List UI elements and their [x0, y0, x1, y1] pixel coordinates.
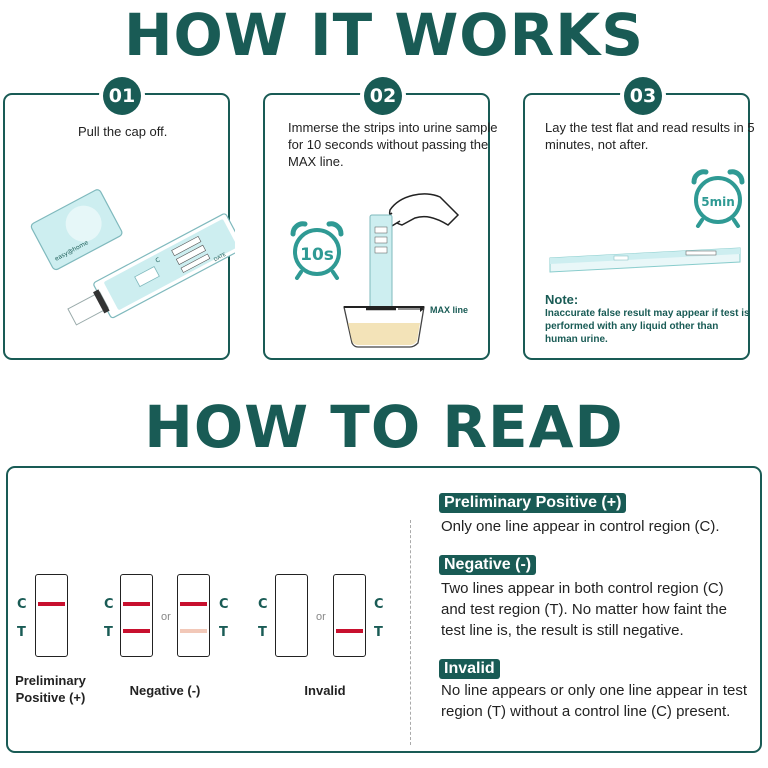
invalid2-c-label: C [374, 597, 384, 612]
negative-heading: Negative (-) [439, 555, 537, 575]
control-line [180, 602, 207, 606]
invalid-description: No line appears or only one line appear … [441, 682, 748, 720]
section-divider [410, 520, 411, 745]
negative2-t-label: T [219, 625, 228, 640]
positive-strip-label: Preliminary Positive (+) [15, 673, 86, 705]
note-title: Note: [545, 292, 579, 307]
alarm-clock-5min-icon: 5min [691, 169, 745, 228]
positive-c-label: C [17, 597, 27, 612]
how-it-works-title: HOW IT WORKS [123, 1, 644, 69]
negative-or-text: or [161, 611, 171, 623]
invalid-c-label: C [258, 597, 268, 612]
negative-t-label: T [104, 625, 113, 640]
invalid2-t-label: T [374, 625, 383, 640]
positive-heading: Preliminary Positive (+) [439, 493, 627, 513]
timer-10s-text: 10s [300, 245, 334, 265]
negative-c-label: C [104, 597, 114, 612]
step-1-text: Pull the cap off. [78, 124, 168, 139]
step-1-badge: 01 [103, 77, 141, 115]
max-line-label: MAX line [430, 305, 468, 315]
how-to-read-title: HOW TO READ [144, 393, 624, 461]
invalid-strip-2 [333, 574, 366, 657]
test-line [123, 629, 150, 633]
invalid-strip-1 [275, 574, 308, 657]
step-3-panel [523, 93, 750, 360]
step-3-badge: 03 [624, 77, 662, 115]
step-2-badge: 02 [364, 77, 402, 115]
negative-strip-2 [177, 574, 210, 657]
invalid-heading: Invalid [439, 659, 500, 679]
positive-strip [35, 574, 68, 657]
negative-strip-label: Negative (-) [129, 683, 201, 698]
invalid-t-label: T [258, 625, 267, 640]
flat-cassette-illustration [549, 247, 741, 273]
negative-description: Two lines appear in both control region … [441, 580, 727, 639]
negative-strip-1 [120, 574, 153, 657]
invalid-or-text: or [316, 611, 326, 623]
control-line [123, 602, 150, 606]
negative2-c-label: C [219, 597, 229, 612]
how-to-read-panel [6, 466, 762, 753]
step-2-text: Immerse the strips into urine sample for… [288, 120, 498, 169]
note-text: Inaccurate false result may appear if te… [545, 308, 750, 345]
test-line [336, 629, 363, 633]
test-cassette-illustration: easy@home C DATE [30, 189, 235, 326]
positive-t-label: T [17, 625, 26, 640]
cassette-date-text: DATE [213, 252, 227, 263]
step-3-text: Lay the test flat and read results in 5 … [545, 120, 755, 152]
faint-test-line [180, 629, 207, 633]
invalid-strip-label: Invalid [304, 683, 346, 698]
dipping-illustration: MAX line [343, 193, 468, 348]
alarm-clock-10s-icon: 10s [290, 221, 344, 280]
control-line [38, 602, 65, 606]
cassette-c-mark: C [154, 257, 161, 265]
positive-description: Only one line appear in control region (… [441, 518, 720, 535]
timer-5min-text: 5min [701, 195, 735, 209]
